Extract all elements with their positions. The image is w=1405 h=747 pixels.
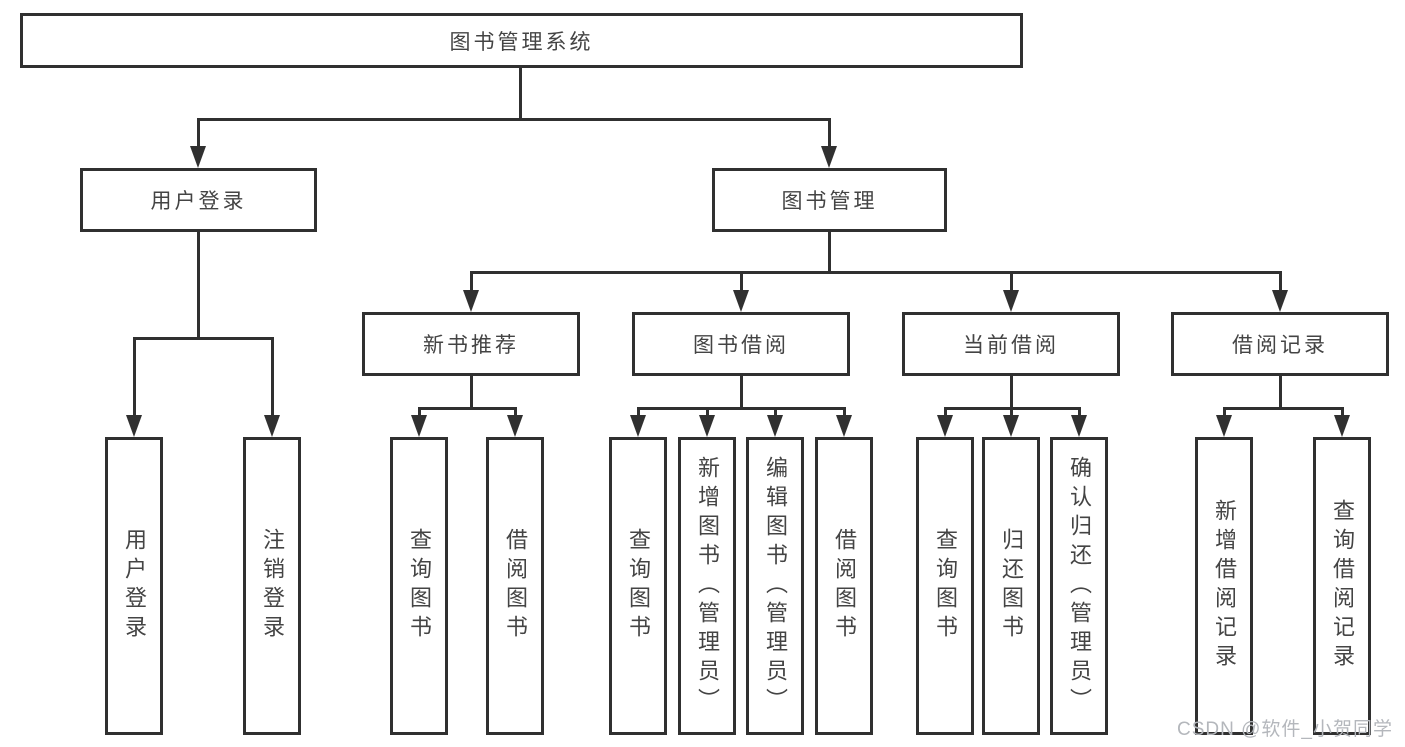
node-leaf-add-borrow-record: 新增借阅记录 <box>1195 437 1253 735</box>
connector-line <box>1010 376 1013 410</box>
node-leaf-add-book-admin: 新增图书（管理员） <box>678 437 736 735</box>
node-user-login-label: 用户登录 <box>150 190 247 213</box>
arrow-down <box>630 415 646 437</box>
node-root-system: 图书管理系统 <box>20 13 1023 68</box>
node-leaf-return-book: 归还图书 <box>982 437 1040 735</box>
node-book-management: 图书管理 <box>712 168 947 232</box>
node-leaf-user-login-label: 用户登录 <box>122 528 147 644</box>
arrow-down <box>411 415 427 437</box>
connector-line <box>828 232 831 271</box>
node-borrow-records-label: 借阅记录 <box>1232 334 1328 357</box>
connector-line <box>133 337 136 417</box>
connector-line <box>706 407 709 419</box>
node-leaf-query-book-borrow: 查询图书 <box>609 437 667 735</box>
arrow-down <box>836 415 852 437</box>
connector-line <box>197 118 831 121</box>
connector-line <box>470 376 473 410</box>
arrow-down <box>1071 415 1087 437</box>
connector-line <box>133 337 274 340</box>
arrow-down <box>1003 290 1019 312</box>
node-leaf-query-book-current-label: 查询图书 <box>933 528 958 644</box>
connector-line <box>1279 271 1282 294</box>
node-leaf-add-borrow-record-label: 新增借阅记录 <box>1212 499 1237 673</box>
node-leaf-query-book-recommend: 查询图书 <box>390 437 448 735</box>
node-new-book-recommend: 新书推荐 <box>362 312 580 376</box>
connector-line <box>1341 407 1344 419</box>
connector-line <box>1010 407 1013 419</box>
connector-line <box>637 407 846 410</box>
connector-line <box>740 376 743 410</box>
connector-line <box>271 337 274 417</box>
connector-line <box>740 271 743 294</box>
node-current-borrow-label: 当前借阅 <box>963 334 1059 357</box>
arrow-down <box>264 415 280 437</box>
node-new-book-recommend-label: 新书推荐 <box>423 334 519 357</box>
connector-line <box>828 118 831 150</box>
node-leaf-borrow-book-recommend: 借阅图书 <box>486 437 544 735</box>
arrow-down <box>463 290 479 312</box>
node-leaf-add-book-admin-label: 新增图书（管理员） <box>695 455 720 717</box>
connector-line <box>1010 271 1013 294</box>
arrow-down <box>699 415 715 437</box>
node-leaf-query-borrow-record: 查询借阅记录 <box>1313 437 1371 735</box>
node-book-management-label: 图书管理 <box>781 190 878 213</box>
arrow-down <box>126 415 142 437</box>
connector-line <box>1223 407 1226 419</box>
connector-line <box>470 271 1282 274</box>
node-leaf-confirm-return-admin-label: 确认归还（管理员） <box>1067 455 1092 717</box>
node-borrow-records: 借阅记录 <box>1171 312 1389 376</box>
arrow-down <box>1216 415 1232 437</box>
watermark: CSDN @软件_小贺同学 <box>1177 719 1393 740</box>
node-leaf-edit-book-admin: 编辑图书（管理员） <box>746 437 804 735</box>
node-leaf-logout: 注销登录 <box>243 437 301 735</box>
arrow-down <box>767 415 783 437</box>
connector-line <box>774 407 777 419</box>
arrow-down <box>1003 415 1019 437</box>
node-leaf-return-book-label: 归还图书 <box>999 528 1024 644</box>
node-leaf-edit-book-admin-label: 编辑图书（管理员） <box>763 455 788 717</box>
arrow-down <box>1334 415 1350 437</box>
arrow-down <box>507 415 523 437</box>
connector-line <box>519 68 522 120</box>
node-leaf-query-borrow-record-label: 查询借阅记录 <box>1330 499 1355 673</box>
node-leaf-borrow-book: 借阅图书 <box>815 437 873 735</box>
node-current-borrow: 当前借阅 <box>902 312 1120 376</box>
arrow-down <box>733 290 749 312</box>
node-leaf-borrow-book-label: 借阅图书 <box>832 528 857 644</box>
node-book-borrow: 图书借阅 <box>632 312 850 376</box>
node-root-label: 图书管理系统 <box>449 30 594 54</box>
node-leaf-query-book-current: 查询图书 <box>916 437 974 735</box>
node-leaf-query-book-recommend-label: 查询图书 <box>407 528 432 644</box>
node-leaf-borrow-book-recommend-label: 借阅图书 <box>503 528 528 644</box>
connector-line <box>197 232 200 337</box>
connector-line <box>944 407 947 419</box>
node-leaf-confirm-return-admin: 确认归还（管理员） <box>1050 437 1108 735</box>
connector-line <box>1078 407 1081 419</box>
connector-line <box>1223 407 1343 410</box>
connector-line <box>637 407 640 419</box>
connector-line <box>1279 376 1282 410</box>
node-user-login: 用户登录 <box>80 168 317 232</box>
connector-line <box>197 118 200 150</box>
connector-line <box>418 407 517 410</box>
connector-line <box>843 407 846 419</box>
arrow-down <box>937 415 953 437</box>
connector-line <box>514 407 517 419</box>
node-leaf-logout-label: 注销登录 <box>260 528 285 644</box>
arrow-down <box>1272 290 1288 312</box>
connector-line <box>418 407 421 419</box>
connector-line <box>470 271 473 294</box>
arrow-down <box>190 146 206 168</box>
node-book-borrow-label: 图书借阅 <box>693 334 789 357</box>
arrow-down <box>821 146 837 168</box>
node-leaf-query-book-borrow-label: 查询图书 <box>626 528 651 644</box>
node-leaf-user-login: 用户登录 <box>105 437 163 735</box>
